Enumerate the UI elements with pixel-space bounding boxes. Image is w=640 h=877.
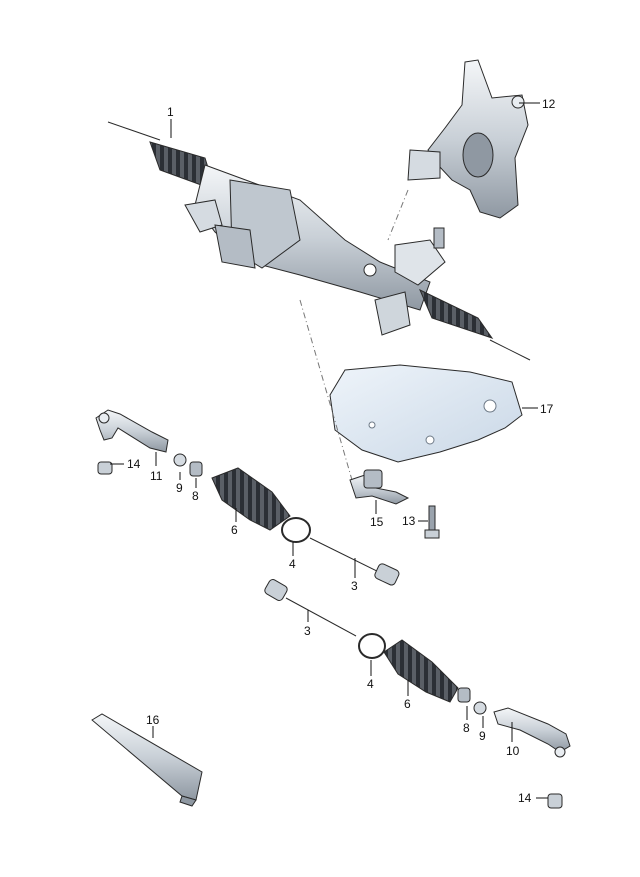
label-part-1: 1 bbox=[167, 105, 174, 119]
label-part-13: 13 bbox=[402, 514, 416, 528]
label-part-11: 11 bbox=[150, 469, 163, 483]
label-part-6-lower: 6 bbox=[404, 697, 411, 711]
inner-tie-rod-lower bbox=[264, 579, 357, 637]
label-part-14-lower: 14 bbox=[518, 791, 532, 805]
label-part-10: 10 bbox=[506, 744, 520, 758]
label-part-12: 12 bbox=[542, 97, 556, 111]
boot-upper bbox=[211, 467, 311, 543]
grease-tube bbox=[91, 713, 203, 807]
mounting-bracket bbox=[407, 59, 529, 219]
label-part-8-upper: 8 bbox=[192, 489, 199, 503]
label-part-6-upper: 6 bbox=[231, 523, 238, 537]
steering-rack bbox=[107, 121, 531, 361]
inner-tie-rod-upper bbox=[309, 537, 400, 586]
label-part-14-upper: 14 bbox=[127, 457, 141, 471]
label-part-8-lower: 8 bbox=[463, 721, 470, 735]
clip-assembly bbox=[349, 469, 440, 539]
tie-rod-end-lower bbox=[457, 687, 571, 809]
part-labels: 1 12 17 14 11 9 8 6 4 3 15 13 3 4 6 8 9 … bbox=[127, 97, 556, 805]
boot-lower bbox=[358, 633, 459, 703]
label-part-3-upper: 3 bbox=[351, 579, 358, 593]
label-part-9-lower: 9 bbox=[479, 729, 486, 743]
leader-lines bbox=[110, 102, 548, 799]
label-part-9-upper: 9 bbox=[176, 481, 183, 495]
tie-rod-end-upper bbox=[95, 409, 203, 477]
heat-shield bbox=[329, 364, 523, 463]
label-part-16: 16 bbox=[146, 713, 160, 727]
label-part-4-upper: 4 bbox=[289, 557, 296, 571]
label-part-4-lower: 4 bbox=[367, 677, 374, 691]
label-part-17: 17 bbox=[540, 402, 554, 416]
label-part-15: 15 bbox=[370, 515, 384, 529]
label-part-3-lower: 3 bbox=[304, 624, 311, 638]
